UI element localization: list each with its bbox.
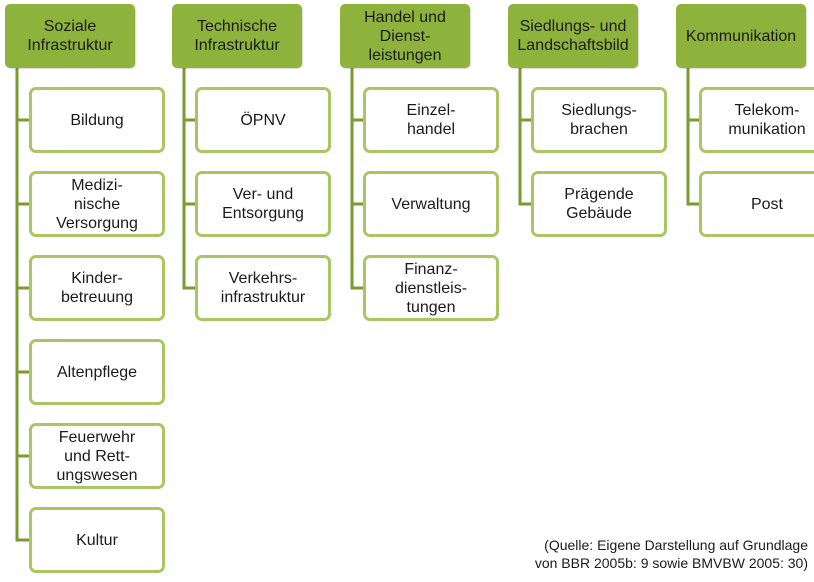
item-post: Post bbox=[699, 171, 814, 237]
item-verwaltung: Verwaltung bbox=[363, 171, 499, 237]
item-medizinische-versorgung: Medizi- nische Versorgung bbox=[29, 171, 165, 237]
item-bildung: Bildung bbox=[29, 87, 165, 153]
item-praegende-gebaeude: Prägende Gebäude bbox=[531, 171, 667, 237]
source-note: (Quelle: Eigene Darstellung auf Grundlag… bbox=[534, 537, 808, 571]
category-siedlungs-und-landschaftsbild: Siedlungs- und Landschaftsbild bbox=[508, 4, 638, 68]
item-kultur: Kultur bbox=[29, 507, 165, 573]
item-finanzdienstleistungen: Finanz- dienstleis- tungen bbox=[363, 255, 499, 321]
item-altenpflege: Altenpflege bbox=[29, 339, 165, 405]
category-technische-infrastruktur: Technische Infrastruktur bbox=[172, 4, 302, 68]
item-ver-und-entsorgung: Ver- und Entsorgung bbox=[195, 171, 331, 237]
item-feuerwehr-und-rettungswesen: Feuerwehr und Rett- ungswesen bbox=[29, 423, 165, 489]
category-kommunikation: Kommunikation bbox=[676, 4, 806, 68]
item-verkehrsinfrastruktur: Verkehrs- infrastruktur bbox=[195, 255, 331, 321]
item-siedlungsbrachen: Siedlungs- brachen bbox=[531, 87, 667, 153]
item-einzelhandel: Einzel- handel bbox=[363, 87, 499, 153]
item-kinderbetreuung: Kinder- betreuung bbox=[29, 255, 165, 321]
category-soziale-infrastruktur: Soziale Infrastruktur bbox=[5, 4, 135, 68]
category-handel-und-dienstleistungen: Handel und Dienst- leistungen bbox=[340, 4, 470, 68]
item-oepnv: ÖPNV bbox=[195, 87, 331, 153]
item-telekommunikation: Telekom- munikation bbox=[699, 87, 814, 153]
